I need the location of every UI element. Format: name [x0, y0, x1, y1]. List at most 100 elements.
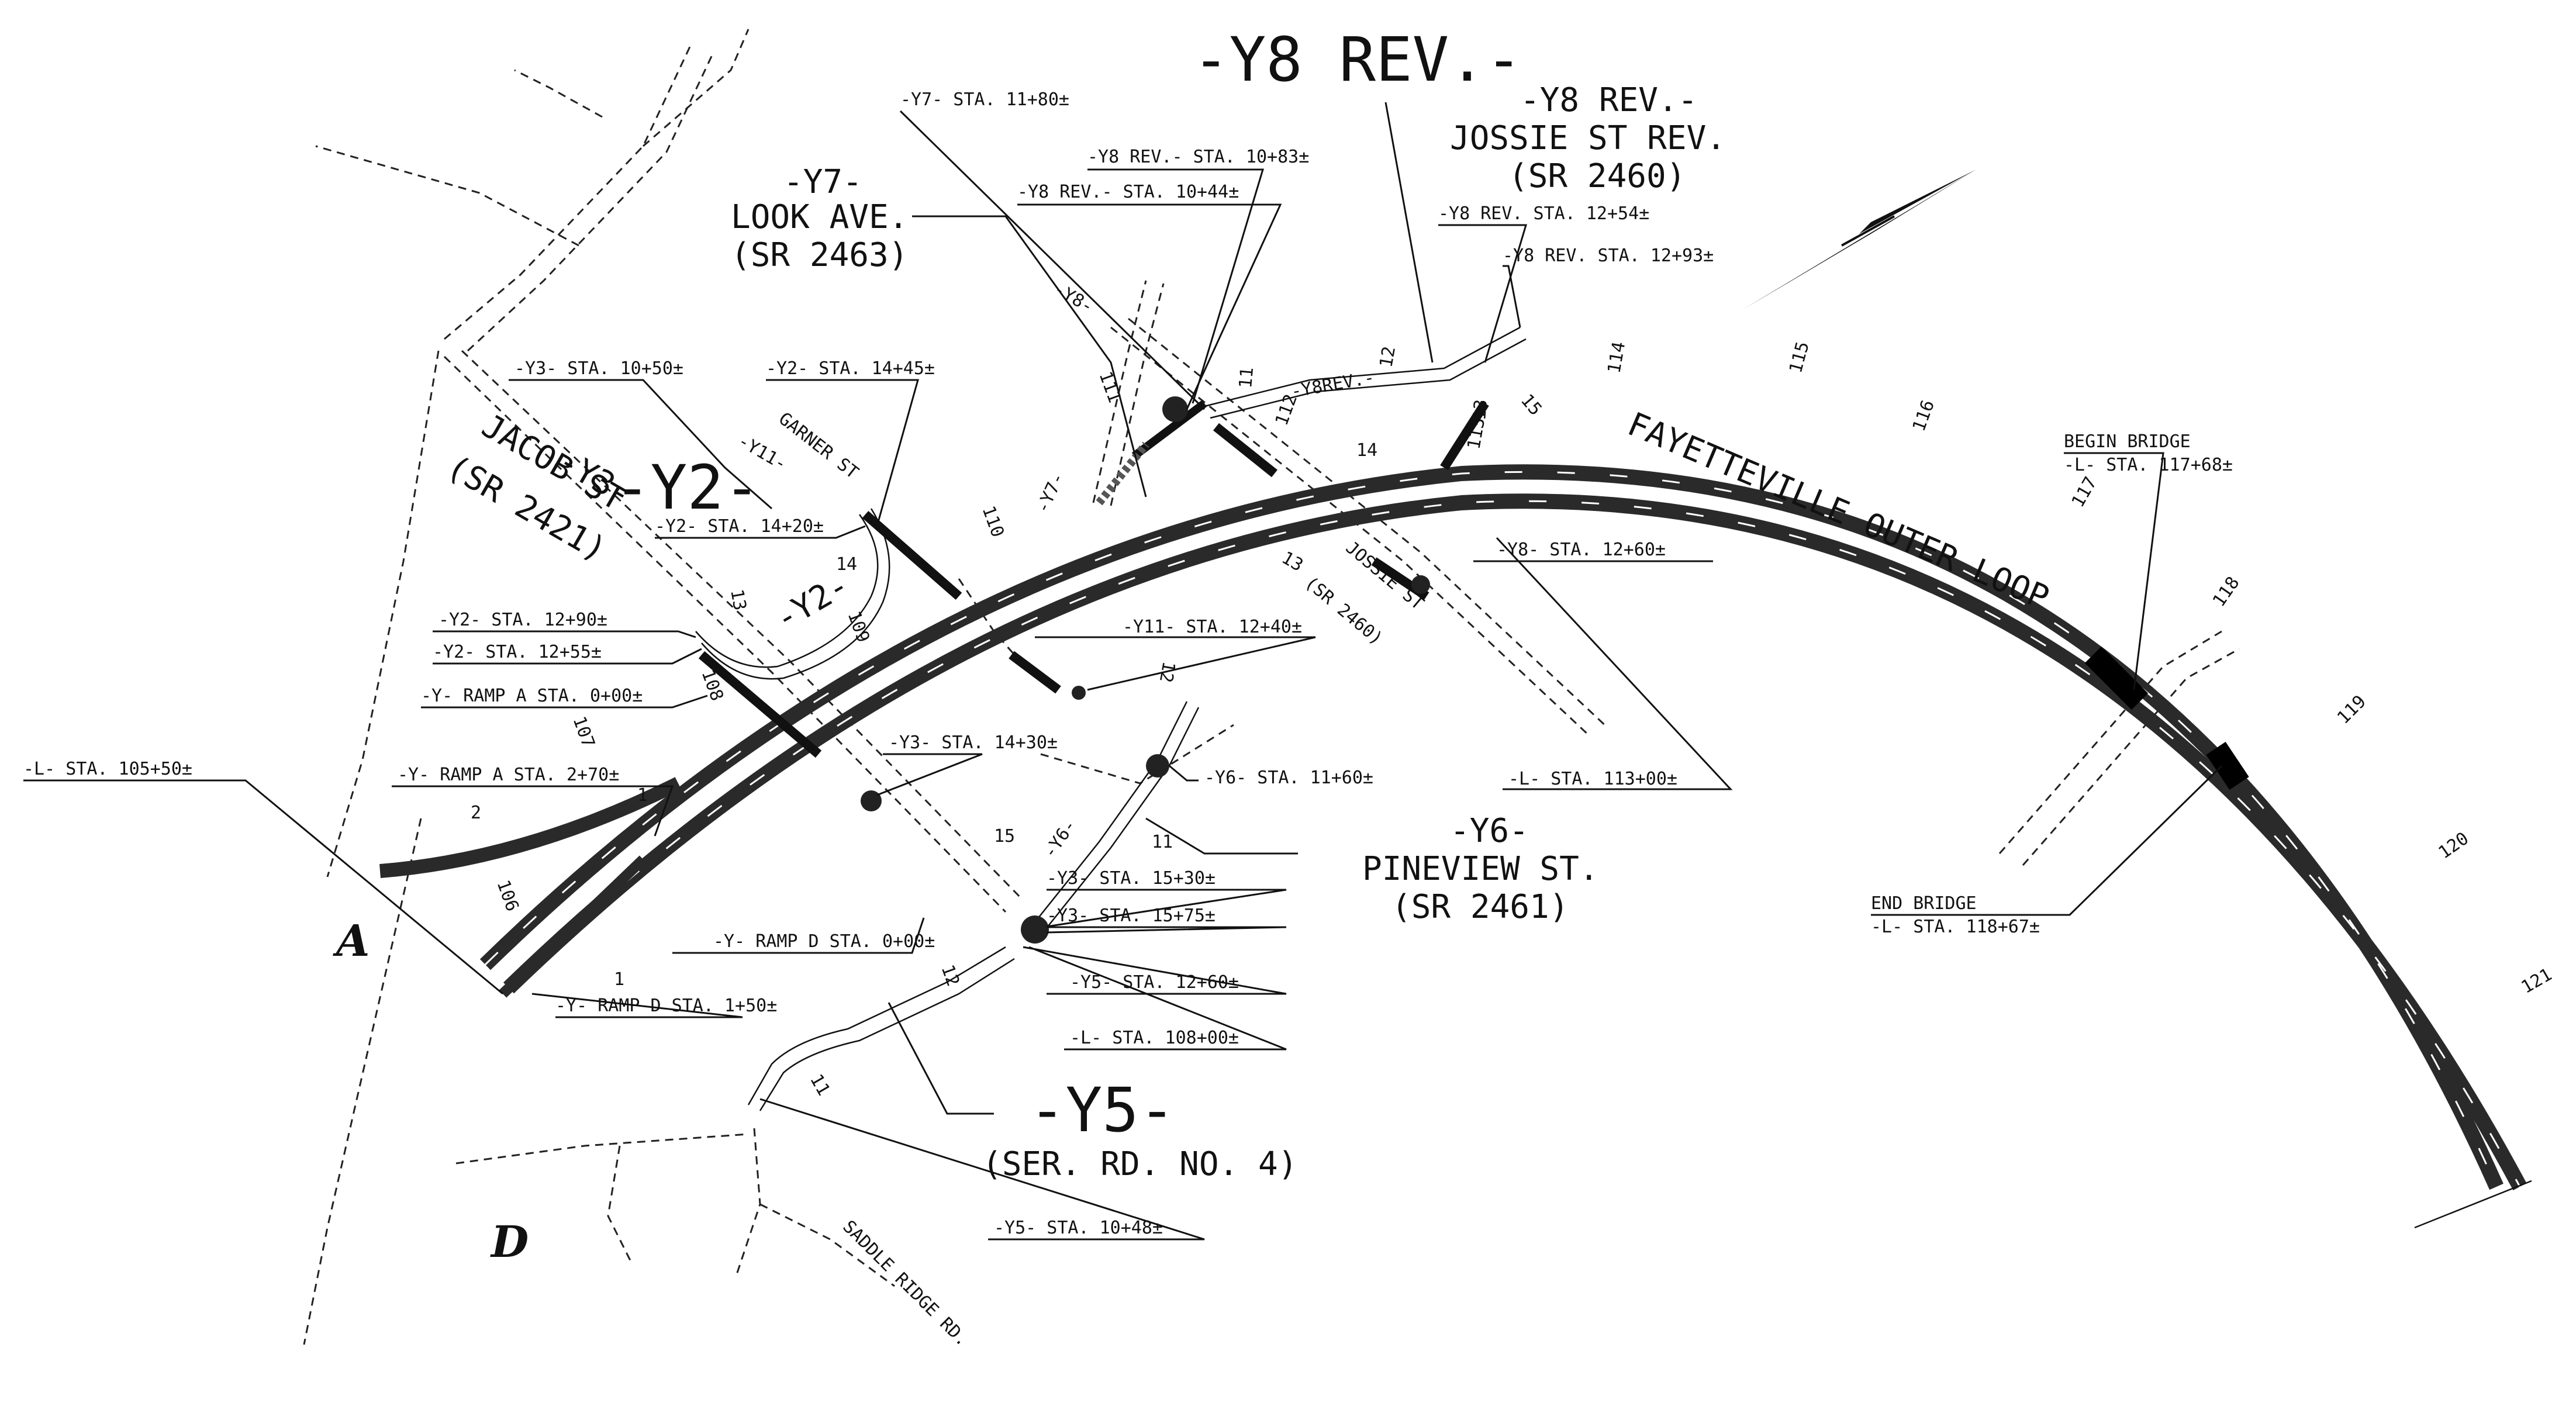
north-street	[303, 818, 422, 1345]
y7-road-edge	[1092, 280, 1147, 503]
side-station-number: 13	[726, 588, 750, 612]
fayetteville-outer-loop-mainline	[379, 464, 2532, 1229]
jossie-st-label: JOSSIE ST	[1342, 537, 1428, 614]
station-label: -Y- RAMP D STA. 0+00±	[713, 931, 935, 952]
mainline-station-number: 117	[2068, 474, 2101, 511]
mainline-station-number: 112	[1272, 392, 1301, 429]
side-station-number: 15	[1517, 391, 1546, 420]
stream	[1998, 630, 2222, 854]
mainline-station-number: 119	[2333, 692, 2370, 728]
station-label: -Y8 REV. STA. 12+54±	[1438, 203, 1649, 224]
y6-road-label: -Y6-	[1040, 816, 1080, 862]
callout-y7-line2: LOOK AVE.	[731, 198, 908, 236]
station-label: -Y8 REV. STA. 12+93±	[1503, 246, 1714, 266]
y6-road	[1028, 701, 1200, 936]
north-street	[315, 145, 579, 247]
callout-y7-line1: -Y7-	[783, 163, 862, 201]
north-street	[326, 350, 440, 877]
south-street	[607, 1145, 633, 1263]
station-label: -Y5- STA. 12+60±	[1070, 972, 1239, 993]
side-station-number: 1	[614, 969, 624, 990]
south-street	[455, 1133, 749, 1165]
station-label: -Y3- STA. 15+75±	[1047, 906, 1216, 926]
station-label: -Y2- STA. 14+20±	[655, 516, 824, 537]
side-station-number: 1	[637, 785, 648, 806]
station-label: -Y- RAMP A STA. 0+00±	[421, 686, 643, 706]
side-station-number: 15	[994, 826, 1015, 846]
callout-y8rev-jossie: -Y8 REV.- JOSSIE ST REV. (SR 2460)	[1450, 81, 1726, 195]
mainline-station-number: 114	[1604, 340, 1629, 375]
callout-y8rev-line1: -Y8 REV.-	[1520, 81, 1697, 119]
station-label: -Y- RAMP A STA. 2+70±	[398, 765, 619, 785]
mainline-station-number: 120	[2435, 828, 2473, 863]
station-label: -Y5- STA. 10+48±	[994, 1218, 1163, 1238]
end-bridge-label: END BRIDGE	[1871, 893, 1977, 914]
side-station-number: 12	[1155, 660, 1179, 685]
side-station-number: 14	[1356, 440, 1377, 461]
y8rev-road-label: -Y8REV.-	[1289, 367, 1376, 402]
callout-y6-line3: (SR 2461)	[1391, 888, 1569, 926]
callout-y6-line1: -Y6-	[1450, 812, 1529, 850]
leader-lines	[23, 102, 2223, 1241]
station-label: -Y11- STA. 12+40±	[1123, 617, 1302, 637]
station-label: -L- STA. 105+50±	[23, 759, 192, 779]
side-station-number: 12	[1376, 345, 1400, 369]
station-label: -Y3- STA. 14+30±	[889, 732, 1058, 753]
mainline-station-number: 106	[492, 877, 522, 914]
end-bridge-station: -L- STA. 118+67±	[1871, 917, 2040, 937]
side-station-number: 11	[1235, 367, 1258, 389]
north-street	[514, 69, 603, 118]
station-label: -L- STA. 108+00±	[1070, 1028, 1239, 1048]
side-station-number: 2	[471, 803, 481, 823]
side-station-number: 14	[836, 554, 857, 575]
station-label: -Y2- STA. 12+55±	[433, 642, 602, 662]
station-label: -Y8 REV.- STA. 10+44±	[1017, 182, 1239, 202]
intersections	[861, 396, 1430, 944]
callout-y7-look-ave: -Y7- LOOK AVE. (SR 2463)	[731, 163, 908, 274]
secondary-road-network	[303, 29, 2240, 1345]
mainline-station-number: 107	[568, 714, 598, 751]
mainline-station-number: 109	[843, 609, 873, 645]
begin-bridge-label: BEGIN BRIDGE	[2064, 431, 2191, 452]
side-station-number: 13	[1469, 399, 1491, 421]
callout-y5-line1: -Y5-	[1029, 1074, 1175, 1146]
station-label: -Y3- STA. 10+50±	[514, 358, 683, 379]
station-label: -L- STA. 113+00±	[1508, 769, 1677, 789]
station-callouts: -Y7- STA. 11+80± -Y8 REV.- STA. 10+83± -…	[23, 89, 1714, 1238]
south-street	[735, 1128, 761, 1275]
callout-y5-service-road: -Y5- (SER. RD. NO. 4)	[982, 1074, 1297, 1183]
mainline-station-number: 116	[1909, 398, 1939, 434]
saddle-ridge-label: SADDLE RIDGE RD.	[838, 1217, 972, 1350]
sheet-marker-d: D	[490, 1217, 529, 1267]
station-label: -Y6- STA. 11+60±	[1204, 768, 1373, 788]
callout-y6-pineview: -Y6- PINEVIEW ST. (SR 2461)	[1362, 812, 1599, 926]
y2-road	[695, 508, 890, 680]
y3-road-edge	[443, 355, 1007, 913]
station-label: -Y2- STA. 14+45±	[766, 358, 935, 379]
side-station-number: 11	[1152, 832, 1173, 852]
side-station-number: 11	[806, 1071, 834, 1100]
callout-y7-line3: (SR 2463)	[731, 236, 908, 274]
station-label: -Y3- STA. 15+30±	[1047, 868, 1216, 889]
mainline-station-number: 121	[2518, 965, 2556, 998]
station-label: -Y- RAMP D STA. 1+50±	[555, 996, 777, 1016]
callout-y5-line2: (SER. RD. NO. 4)	[982, 1145, 1297, 1183]
station-label: -Y2- STA. 12+90±	[438, 610, 607, 630]
begin-bridge-station: -L- STA. 117+68±	[2064, 455, 2233, 475]
mainline-station-number: 111	[1094, 369, 1124, 406]
north-arrow-icon	[1742, 170, 1976, 310]
side-station-number: 13	[1278, 548, 1307, 576]
callout-y6-line2: PINEVIEW ST.	[1362, 850, 1599, 888]
station-label: -Y8- STA. 12+60±	[1497, 540, 1666, 560]
sheet-title: -Y8 REV.-	[1193, 24, 1522, 95]
garner-st-label: GARNER ST	[775, 409, 862, 483]
north-street	[643, 29, 750, 147]
mainline-station-number: 115	[1786, 340, 1814, 375]
callout-y8rev-line3: (SR 2460)	[1508, 157, 1686, 195]
y7-road-label: -Y7-	[1033, 469, 1069, 516]
mainline-station-number: 110	[978, 503, 1007, 540]
callout-y8rev-line2: JOSSIE ST REV.	[1450, 119, 1726, 157]
crossing-structures	[698, 400, 1489, 758]
sheet-marker-a: A	[333, 916, 370, 966]
